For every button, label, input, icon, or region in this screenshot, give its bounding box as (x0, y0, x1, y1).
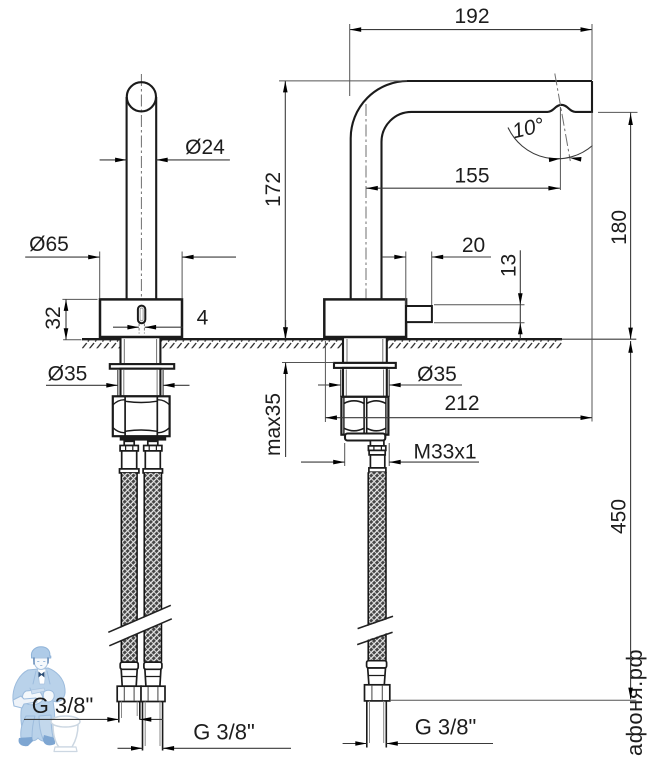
svg-text:max35: max35 (262, 393, 285, 456)
svg-text:M33x1: M33x1 (413, 441, 476, 464)
svg-text:13: 13 (498, 254, 521, 277)
svg-text:G 3/8": G 3/8" (415, 715, 477, 740)
svg-text:450: 450 (608, 499, 631, 534)
svg-text:Ø35: Ø35 (48, 363, 88, 386)
svg-text:G 3/8": G 3/8" (193, 720, 255, 745)
svg-text:155: 155 (454, 165, 489, 188)
svg-text:Ø35: Ø35 (417, 363, 457, 386)
svg-text:32: 32 (42, 306, 65, 329)
svg-text:Ø65: Ø65 (29, 233, 69, 256)
svg-text:4: 4 (197, 307, 209, 330)
svg-text:212: 212 (444, 392, 479, 415)
svg-text:180: 180 (608, 210, 631, 245)
svg-text:афоня.рф: афоня.рф (622, 649, 647, 756)
svg-text:20: 20 (462, 234, 485, 257)
svg-text:192: 192 (454, 5, 489, 28)
svg-text:Ø24: Ø24 (185, 136, 225, 159)
svg-text:G 3/8": G 3/8" (32, 693, 94, 718)
svg-text:172: 172 (262, 172, 285, 207)
